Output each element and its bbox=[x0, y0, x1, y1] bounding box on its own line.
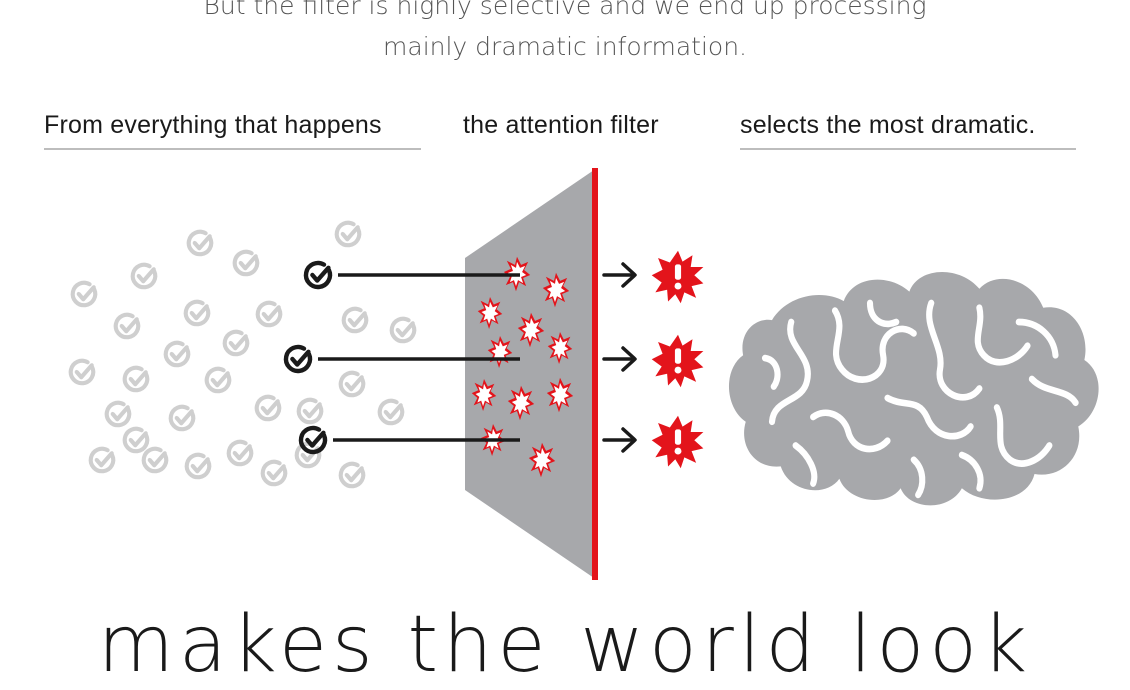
check-circle-icon bbox=[171, 407, 194, 430]
arrow-right-icon bbox=[602, 262, 637, 288]
check-circle-icon bbox=[225, 332, 248, 355]
check-circle-icon bbox=[235, 252, 258, 275]
check-circle-icon bbox=[301, 428, 325, 452]
brain-icon bbox=[728, 271, 1099, 506]
check-circle-icon bbox=[306, 263, 330, 287]
check-circle-icon bbox=[133, 265, 156, 288]
step-label-filter: the attention filter bbox=[463, 111, 659, 139]
check-circle-icon bbox=[297, 444, 320, 467]
check-circle-icon bbox=[229, 442, 252, 465]
check-circle-icon bbox=[144, 449, 167, 472]
check-circle-icon bbox=[380, 401, 403, 424]
check-circle-icon bbox=[91, 449, 114, 472]
exclamation-burst-icon bbox=[651, 334, 704, 388]
arrow-right-icon bbox=[602, 346, 637, 372]
intro-line-1: But the filter is highly selective and w… bbox=[203, 0, 927, 20]
arrow-right-icon bbox=[602, 427, 637, 453]
exclamation-burst-icon bbox=[651, 250, 704, 304]
check-circle-icon bbox=[341, 464, 364, 487]
attention-filter-panel bbox=[465, 170, 594, 578]
check-circle-icon bbox=[125, 368, 148, 391]
check-circle-icon bbox=[344, 309, 367, 332]
attention-filter-diagram bbox=[0, 168, 1099, 580]
check-circle-icon bbox=[286, 347, 310, 371]
check-circle-icon bbox=[263, 462, 286, 485]
check-circle-icon bbox=[73, 283, 96, 306]
check-circle-icon bbox=[116, 315, 139, 338]
check-circle-icon bbox=[257, 397, 280, 420]
check-circle-icon bbox=[207, 369, 230, 392]
check-circle-icon bbox=[341, 373, 364, 396]
ignored-events-cloud bbox=[71, 223, 415, 487]
selected-event-paths bbox=[286, 250, 704, 469]
check-circle-icon bbox=[258, 303, 281, 326]
closing-statement: makes the world look bbox=[97, 600, 1033, 690]
check-circle-icon bbox=[299, 400, 322, 423]
check-circle-icon bbox=[107, 403, 130, 426]
check-circle-icon bbox=[392, 319, 415, 342]
check-circle-icon bbox=[166, 343, 189, 366]
check-circle-icon bbox=[186, 302, 209, 325]
step-rule-selection bbox=[740, 148, 1076, 150]
check-circle-icon bbox=[337, 223, 360, 246]
step-label-events: From everything that happens bbox=[44, 111, 382, 139]
check-circle-icon bbox=[125, 429, 148, 452]
intro-line-2: mainly dramatic information. bbox=[383, 32, 747, 61]
step-rule-events bbox=[44, 148, 421, 150]
check-circle-icon bbox=[189, 232, 212, 255]
check-circle-icon bbox=[187, 455, 210, 478]
step-label-selection: selects the most dramatic. bbox=[740, 111, 1036, 139]
check-circle-icon bbox=[71, 361, 94, 384]
exclamation-burst-icon bbox=[651, 415, 704, 469]
